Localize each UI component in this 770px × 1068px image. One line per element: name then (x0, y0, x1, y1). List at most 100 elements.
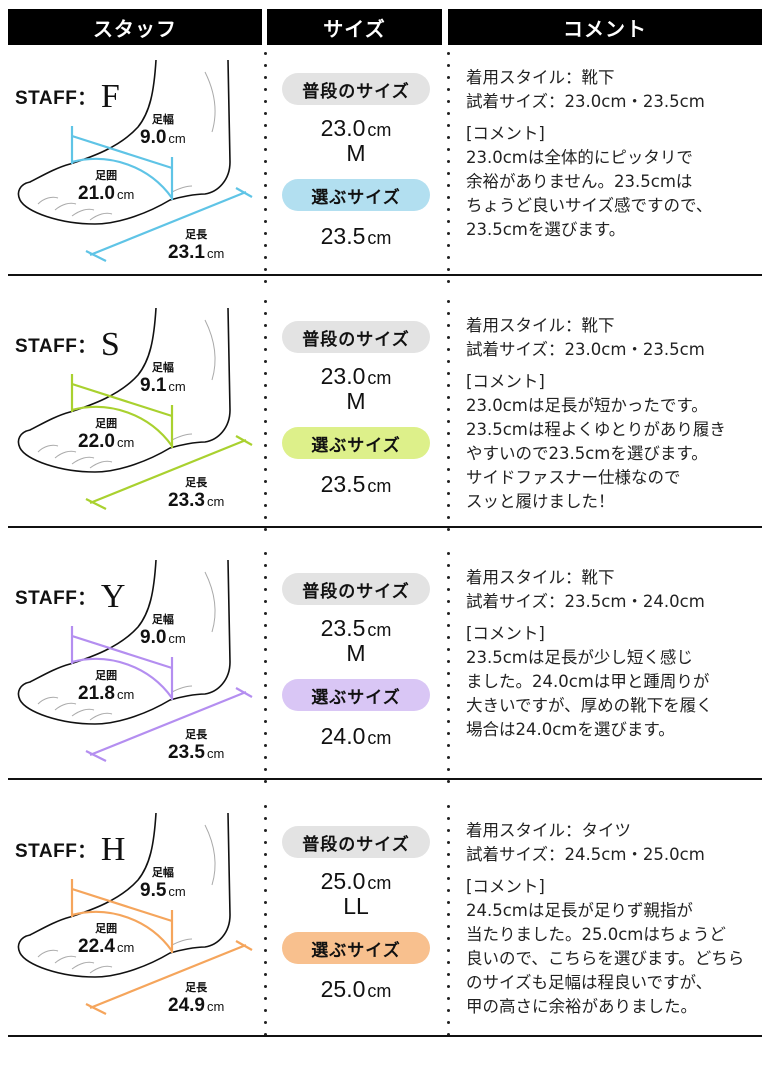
comment-line: 場合は24.0cmを選びます。 (466, 720, 675, 739)
comment-line: 試着サイズ：24.5cm・25.0cm (466, 845, 705, 864)
foot-diagram-icon (17, 307, 253, 510)
comment-line: 23.0cmは全体的にピッタリで (466, 148, 693, 167)
dotted-divider (447, 300, 450, 540)
usual-size-letter: M (346, 140, 366, 166)
usual-size-letter: M (346, 640, 366, 666)
staff-name: STAFF：H (15, 831, 126, 868)
staff-initial: S (100, 326, 121, 363)
row-divider (8, 778, 762, 780)
chosen-size-badge: 選ぶサイズ (282, 427, 430, 459)
comment-cell: 着用スタイル：靴下試着サイズ：23.0cm・23.5cm [コメント] 23.0cm… (466, 66, 766, 242)
comment-line: 余裕がありません。23.5cmは (466, 172, 693, 191)
comment-line: 良いので、こちらを選びます。どちら (466, 949, 745, 968)
comment-line: [コメント] (466, 877, 545, 896)
usual-size-badge: 普段のサイズ (282, 573, 430, 605)
dotted-divider (264, 552, 267, 792)
row-divider (8, 274, 762, 276)
comment-line: 23.0cmは足長が短かったです。 (466, 396, 708, 415)
comment-line: 甲の高さに余裕がありました。 (466, 997, 697, 1016)
row-divider (8, 1035, 762, 1037)
row-divider (8, 526, 762, 528)
comment-line: 試着サイズ：23.0cm・23.5cm (466, 92, 705, 111)
comment-line: 23.5cmは足長が少し短く感じ (466, 648, 693, 667)
chosen-size-badge: 選ぶサイズ (282, 932, 430, 964)
header-staff: スタッフ (8, 9, 262, 45)
staff-name: STAFF：S (15, 326, 121, 363)
foot-diagram-icon (17, 559, 253, 762)
comment-line: 着用スタイル：靴下 (466, 568, 615, 587)
foot-diagram-icon (17, 59, 253, 262)
comment-line: ました。24.0cmは甲と踵周りが (466, 672, 710, 691)
usual-size-badge: 普段のサイズ (282, 73, 430, 105)
comment-line: スッと履けました！ (466, 492, 615, 511)
staff-initial: Y (100, 578, 126, 615)
dotted-divider (447, 805, 450, 1045)
comment-cell: 着用スタイル：靴下試着サイズ：23.5cm・24.0cm [コメント] 23.5cm… (466, 566, 766, 742)
usual-size-letter: LL (343, 893, 369, 919)
foot-diagram-icon (17, 812, 253, 1015)
comment-line: 着用スタイル：靴下 (466, 68, 615, 87)
comment-line: サイドファスナー仕様なので (466, 468, 681, 487)
staff-initial: H (100, 831, 126, 868)
comment-line: 大きいですが、厚めの靴下を履く (466, 696, 713, 715)
comment-line: 試着サイズ：23.0cm・23.5cm (466, 340, 705, 359)
comment-line: 24.5cmは足長が足りず親指が (466, 901, 693, 920)
comment-line: ちょうど良いサイズ感ですので、 (466, 196, 713, 215)
comment-line: 着用スタイル：タイツ (466, 821, 631, 840)
staff-initial: F (100, 78, 121, 115)
header-size: サイズ (267, 9, 442, 45)
comment-cell: 着用スタイル：タイツ試着サイズ：24.5cm・25.0cm [コメント] 24.5c… (466, 819, 766, 1019)
comment-line: [コメント] (466, 372, 545, 391)
usual-size-badge: 普段のサイズ (282, 826, 430, 858)
staff-name: STAFF：Y (15, 578, 126, 615)
comment-line: [コメント] (466, 624, 545, 643)
staff-name: STAFF：F (15, 78, 121, 115)
comment-line: 試着サイズ：23.5cm・24.0cm (466, 592, 705, 611)
comment-line: のサイズも足幅は程良いですが、 (466, 973, 713, 992)
comment-line: 23.5cmは程よくゆとりがあり履き (466, 420, 726, 439)
dotted-divider (447, 52, 450, 292)
comment-line: 着用スタイル：靴下 (466, 316, 615, 335)
dotted-divider (447, 552, 450, 792)
comment-line: [コメント] (466, 124, 545, 143)
dotted-divider (264, 300, 267, 540)
comment-line: 当たりました。25.0cmはちょうど (466, 925, 726, 944)
chosen-size-badge: 選ぶサイズ (282, 679, 430, 711)
comment-line: 23.5cmを選びます。 (466, 220, 626, 239)
chosen-size-badge: 選ぶサイズ (282, 179, 430, 211)
comment-line: やすいので23.5cmを選びます。 (466, 444, 708, 463)
header-comment: コメント (448, 9, 762, 45)
usual-size-badge: 普段のサイズ (282, 321, 430, 353)
comment-cell: 着用スタイル：靴下試着サイズ：23.0cm・23.5cm [コメント] 23.0cm… (466, 314, 766, 514)
